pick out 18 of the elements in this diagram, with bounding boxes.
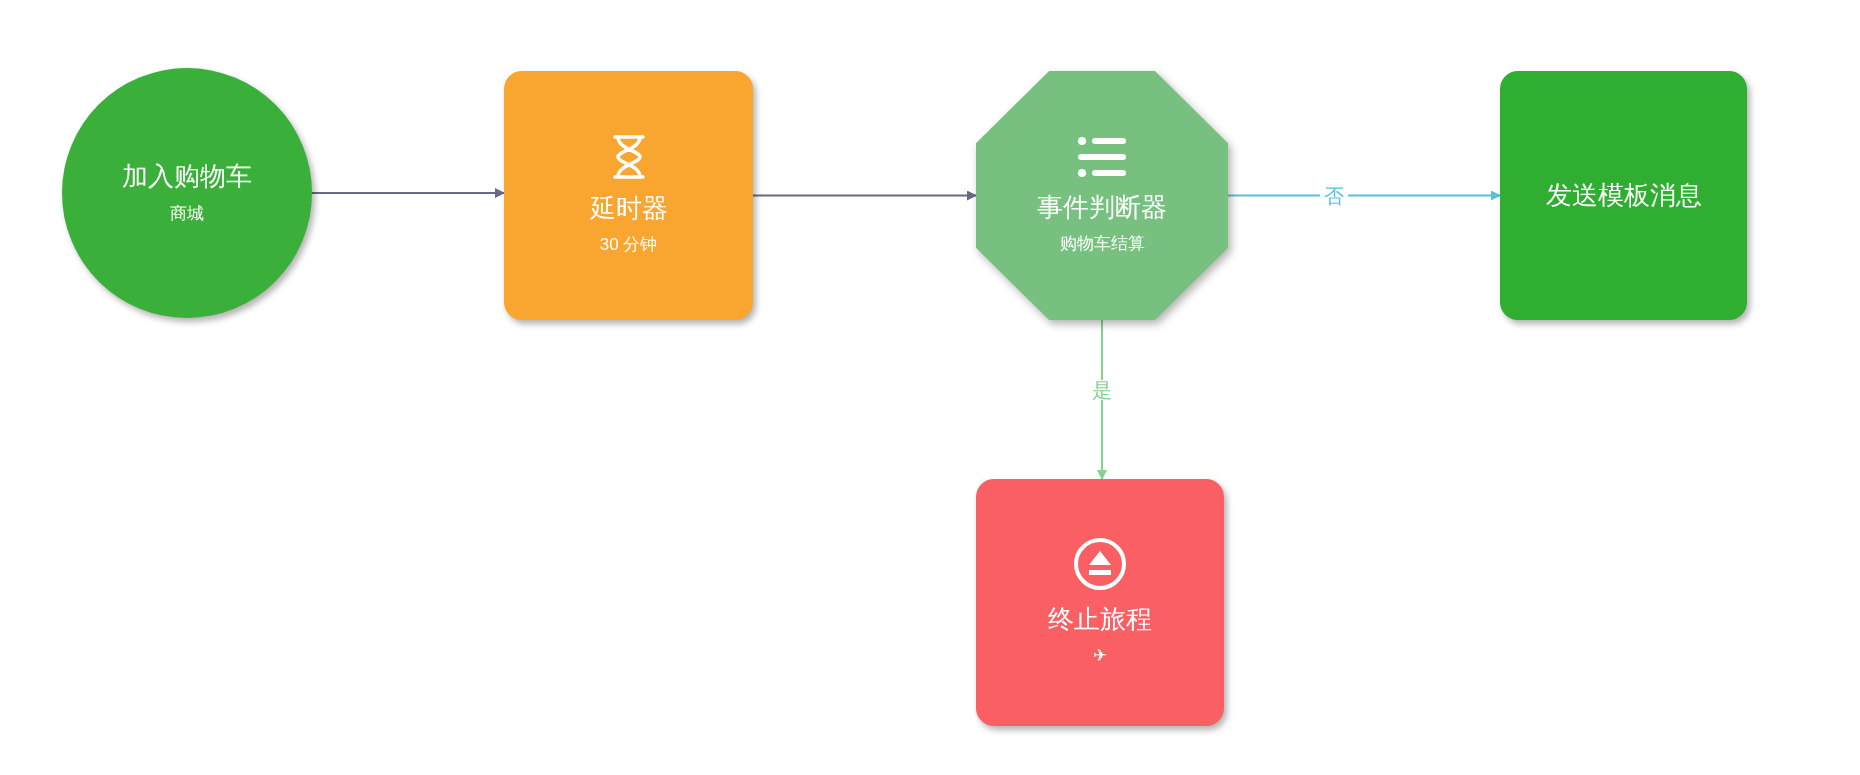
decision-octagon [976,71,1228,320]
node-subtitle: 30 分钟 [599,234,658,256]
arrow [1097,319,1107,480]
node-title: 终止旅程 [1048,602,1152,635]
node-subtitle: 购物车结算 [1059,233,1145,255]
arrow [752,190,977,201]
process-box [1500,71,1747,320]
arrow [1227,190,1501,201]
node-subtitle: 商城 [170,202,204,225]
node-title: 延时器 [589,191,668,224]
process-box [504,71,753,320]
edge-label: 否 [1320,185,1348,206]
process-box [976,479,1224,726]
node-title: 发送模板消息 [1545,179,1702,212]
node-title: 事件判断器 [1037,190,1167,223]
arrow [311,188,505,198]
node-title: 加入购物车 [122,160,252,193]
node-subtitle: ✈ [1093,645,1107,667]
